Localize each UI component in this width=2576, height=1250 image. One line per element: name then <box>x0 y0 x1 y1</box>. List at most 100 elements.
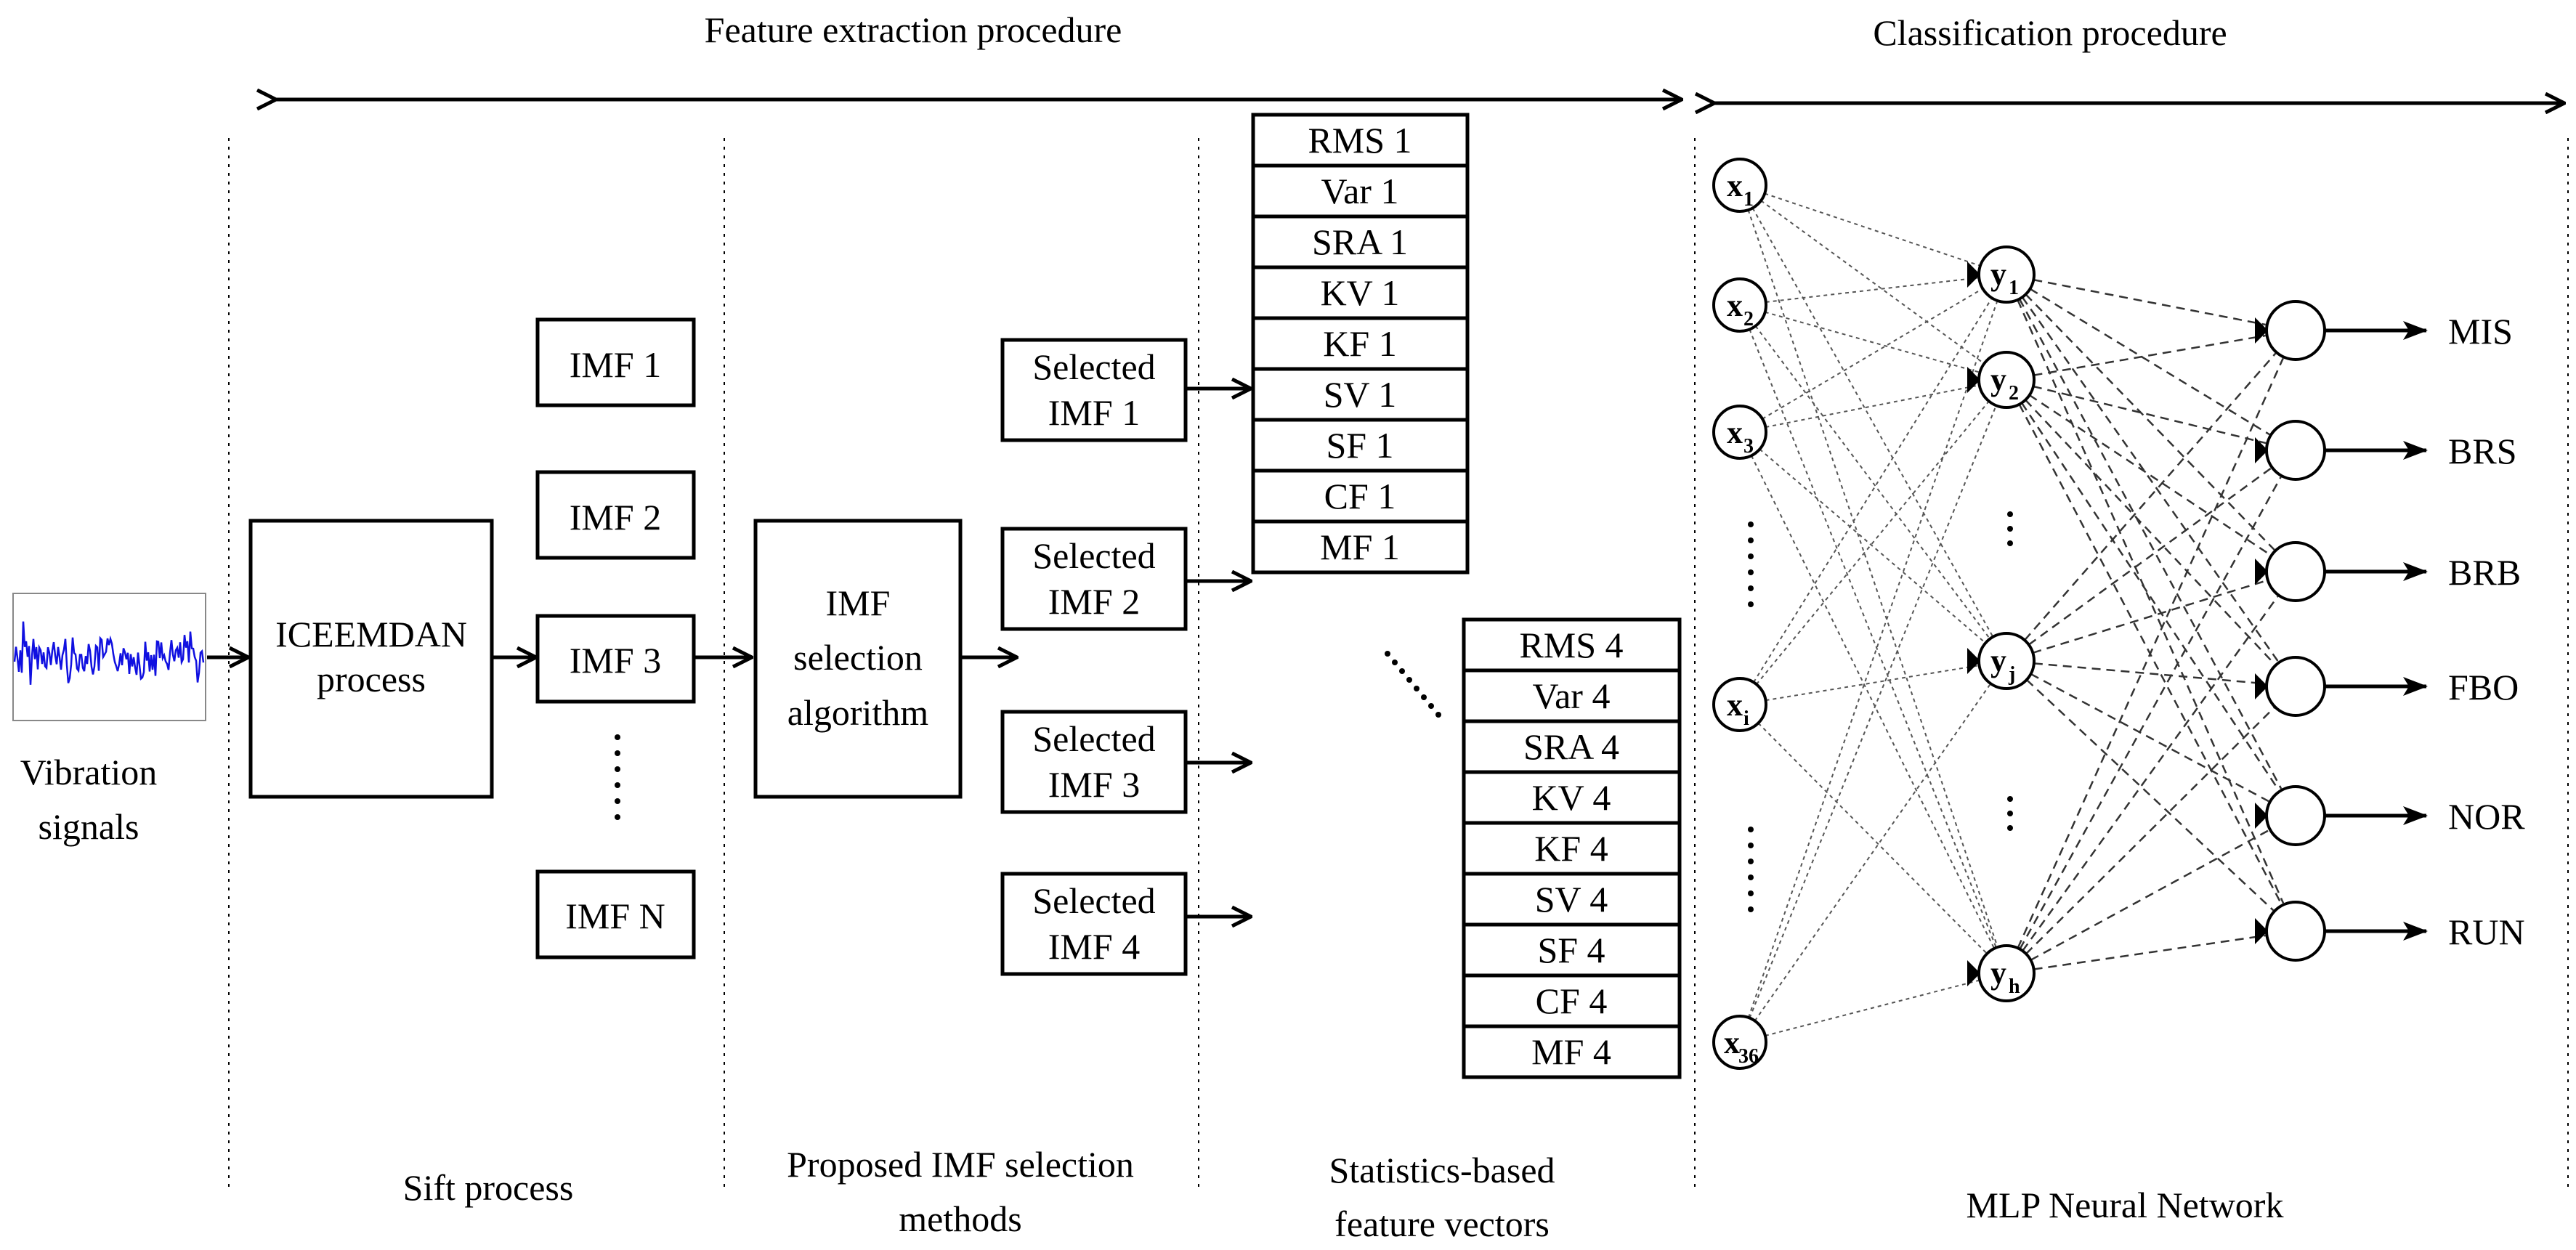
vibration-signal-plot <box>12 593 206 721</box>
footer-mlp: MLP Neural Network <box>1967 1185 2284 1225</box>
input-node-x3-base: x <box>1727 415 1743 450</box>
selected-imf-4-line2: IMF 4 <box>1048 926 1140 967</box>
hidden-node-yj: y j <box>1977 632 2036 690</box>
output-label-nor: NOR <box>2448 796 2525 837</box>
input-ellipsis-1 <box>1748 521 1754 607</box>
feature-4-var: Var 4 <box>1533 675 1611 716</box>
hidden-output-link-26 <box>2033 334 2266 376</box>
imf-1-label: IMF 1 <box>570 344 661 385</box>
hidden-output-link-28 <box>2028 394 2271 556</box>
input-hidden-link-8 <box>1762 288 1982 420</box>
hidden-output-link-34 <box>2032 580 2267 654</box>
hidden-output-link-20 <box>2033 278 2267 326</box>
output-arrowhead-1 <box>2255 437 2268 463</box>
imf-ellipsis <box>615 734 620 820</box>
output-node-brs: BRS <box>2265 420 2517 481</box>
hidden-node-y1-base: y <box>1990 256 2006 292</box>
input-node-x36-base: x <box>1724 1025 1740 1060</box>
input-node-x2: x 2 <box>1712 277 1767 333</box>
output-arrowhead-0 <box>2255 317 2268 344</box>
input-hidden-link-9 <box>1765 384 1978 429</box>
input-node-x1-sub: 1 <box>1743 188 1754 211</box>
input-hidden-link-11 <box>1751 455 1995 948</box>
feature-1-mf: MF 1 <box>1320 527 1400 567</box>
imf-2-box: IMF 2 <box>535 470 696 560</box>
selected-imf-3-line2: IMF 3 <box>1048 764 1140 805</box>
output-label-fbo: FBO <box>2448 667 2519 707</box>
feature-4-mf: MF 4 <box>1531 1031 1611 1072</box>
selection-algorithm-box: IMF selection algorithm <box>753 519 963 799</box>
feature-1-cf: CF 1 <box>1324 476 1396 516</box>
hidden-output-link-40 <box>2022 596 2279 951</box>
hidden-node-yh-sub: h <box>2009 975 2020 998</box>
input-hidden-link-5 <box>1765 311 1979 373</box>
input-hidden-link-17 <box>1749 406 1996 1018</box>
input-hidden-link-15 <box>1757 722 1987 954</box>
selected-imf-2-box: Selected IMF 2 <box>1000 527 1188 631</box>
hidden-node-y1-sub: 1 <box>2009 277 2019 299</box>
feature-4-sf: SF 4 <box>1537 930 1605 970</box>
feature-4-sv: SV 4 <box>1535 879 1608 920</box>
feature-ellipsis <box>1385 651 1441 718</box>
selected-imf-1-line2: IMF 1 <box>1048 392 1140 433</box>
input-hidden-link-1 <box>1760 200 1984 364</box>
hidden-output-link-36 <box>2030 673 2269 803</box>
imf-2-label: IMF 2 <box>570 497 661 537</box>
imf-3-label: IMF 3 <box>570 640 661 681</box>
input-node-x3-sub: 3 <box>1743 435 1754 458</box>
feature-extraction-title: Feature extraction procedure <box>705 9 1122 50</box>
input-hidden-link-6 <box>1754 325 1990 638</box>
output-node-fbo: FBO <box>2265 656 2519 717</box>
hidden-output-link-21 <box>2029 288 2270 436</box>
selection-line3: algorithm <box>787 692 929 733</box>
feature-1-sv: SV 1 <box>1324 374 1397 415</box>
selected-imf-4-box: Selected IMF 4 <box>1000 872 1188 976</box>
hidden-arrowhead-1 <box>1967 367 1980 393</box>
output-node-nor: NOR <box>2265 785 2525 846</box>
hidden-output-link-24 <box>2018 298 2283 790</box>
feature-1-var: Var 1 <box>1321 171 1399 211</box>
hidden-ellipsis-2 <box>2007 796 2013 831</box>
selected-imf-2-line2: IMF 2 <box>1048 581 1140 622</box>
hidden-node-yh-base: y <box>1990 955 2006 991</box>
feature-4-sra: SRA 4 <box>1523 726 1619 767</box>
feature-4-cf: CF 4 <box>1536 981 1608 1021</box>
output-arrowhead-3 <box>2255 673 2268 699</box>
hidden-output-link-30 <box>2020 402 2280 791</box>
selection-line2: selection <box>793 637 923 678</box>
input-hidden-link-16 <box>1747 301 1998 1018</box>
output-node-mis: MIS <box>2265 300 2513 361</box>
input-node-x36-sub: 36 <box>1738 1045 1759 1068</box>
hidden-node-yh: y h <box>1977 944 2036 1002</box>
output-node-run: RUN <box>2265 901 2525 962</box>
imf-n-label: IMF N <box>565 896 665 936</box>
vibration-label-line1: Vibration <box>20 752 158 792</box>
feature-1-kv: KV 1 <box>1321 272 1400 313</box>
iceemdan-line1: ICEEMDAN <box>275 614 467 654</box>
output-label-brs: BRS <box>2448 431 2517 471</box>
hidden-output-link-43 <box>2033 934 2266 970</box>
hidden-output-link-23 <box>2021 296 2279 662</box>
hidden-output-link-39 <box>2019 476 2282 950</box>
input-hidden-link-0 <box>1764 192 1980 267</box>
output-arrowhead-5 <box>2255 918 2268 944</box>
hidden-arrowhead-2 <box>1967 648 1980 674</box>
input-hidden-link-18 <box>1754 684 1990 1022</box>
input-ellipsis-2 <box>1748 827 1754 912</box>
input-node-xi: x i <box>1712 677 1767 732</box>
hidden-output-link-38 <box>2017 357 2284 949</box>
footer-stats-line1: Statistics-based <box>1329 1150 1555 1190</box>
selected-imf-4-line1: Selected <box>1032 880 1155 921</box>
output-label-run: RUN <box>2448 912 2525 952</box>
hidden-output-link-42 <box>2030 829 2269 961</box>
feature-1-sra: SRA 1 <box>1312 222 1408 262</box>
input-node-x1: x 1 <box>1712 158 1767 213</box>
footer-proposed-line2: methods <box>899 1198 1021 1239</box>
feature-4-rms: RMS 4 <box>1519 625 1623 665</box>
hidden-output-link-27 <box>2033 385 2267 445</box>
output-label-mis: MIS <box>2448 311 2513 352</box>
hidden-output-link-32 <box>2024 352 2277 641</box>
feature-1-kf: KF 1 <box>1323 323 1396 364</box>
hidden-output-link-22 <box>2025 293 2275 551</box>
selected-imf-1-box: Selected IMF 1 <box>1000 338 1188 442</box>
